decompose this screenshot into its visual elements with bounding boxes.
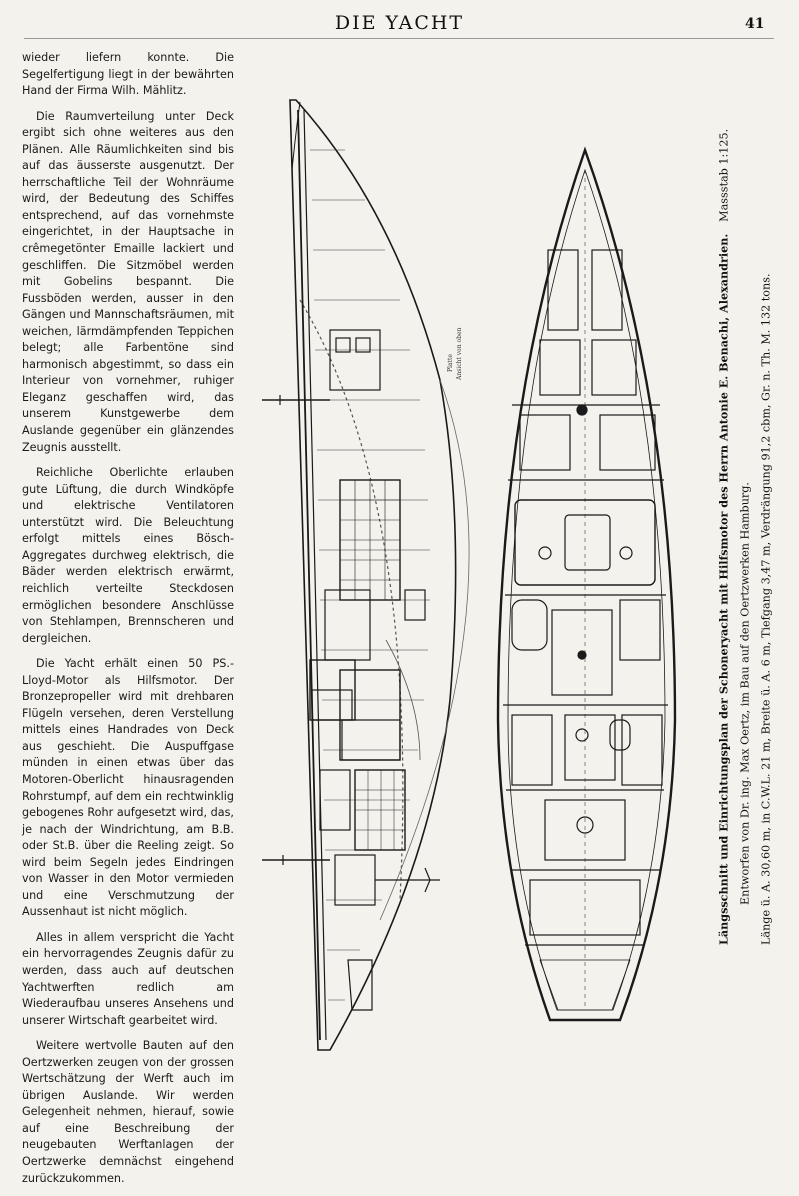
caption-dimensions: Länge ü. A. 30,60 m, in C.W.L. 21 m, Bre… xyxy=(759,273,773,945)
header-rule xyxy=(24,38,774,39)
article-paragraph: Reichliche Oberlichte erlauben gute Lüft… xyxy=(22,466,234,645)
figure-caption-text: Längsschnitt und Einrichtungsplan der Sc… xyxy=(714,129,777,945)
caption-scale: Massstab 1:125. xyxy=(717,128,731,222)
drawing-small-label-2: Ansicht von oben xyxy=(456,327,463,381)
page-header-title: DIE YACHT xyxy=(334,12,465,34)
article-paragraph: Alles in allem verspricht die Yacht ein … xyxy=(22,930,234,1027)
article-text-column: wieder liefern konnte. Die Segelfertigun… xyxy=(22,50,234,1196)
caption-title: Längsschnitt und Einrichtungsplan der Sc… xyxy=(714,129,735,945)
article-paragraph: Die Yacht erhält einen 50 PS.-Lloyd-Moto… xyxy=(22,657,234,919)
article-paragraph: Die Raumverteilung unter Deck ergibt sic… xyxy=(22,109,234,454)
caption-title-text: Längsschnitt und Einrichtungsplan der Sc… xyxy=(716,233,731,945)
deck-plan xyxy=(496,146,677,1022)
caption-designer: Entworfen von Dr. ing. Max Oertz, im Bau… xyxy=(738,482,752,905)
longitudinal-section xyxy=(262,99,470,1051)
article-paragraph: wieder liefern konnte. Die Segelfertigun… xyxy=(22,51,234,98)
drawing-annotations: Platte Ansicht von oben xyxy=(447,327,463,381)
page-number: 41 xyxy=(745,16,765,32)
yacht-plan-drawing: Platte Ansicht von oben xyxy=(262,99,677,1051)
figure-caption: Längsschnitt und Einrichtungsplan der Sc… xyxy=(700,129,790,945)
drawing-small-label: Platte xyxy=(447,354,454,372)
